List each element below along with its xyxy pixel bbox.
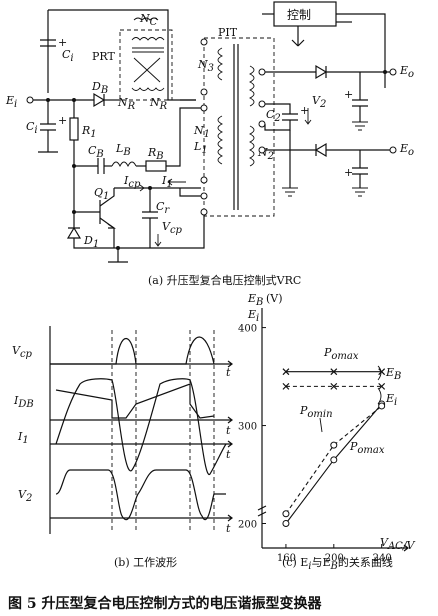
c2-label: C2 — [266, 108, 281, 124]
svg-text:+: + — [58, 36, 67, 49]
rb-label: RB — [147, 146, 164, 162]
circuit-caption: (a) 升压型复合电压控制式VRC — [148, 273, 301, 287]
series-line-1 — [285, 403, 383, 524]
legend-ei: Ei — [385, 392, 397, 408]
y-tick-label-0: 200 — [238, 520, 257, 531]
series-2-point-0 — [282, 382, 290, 390]
ci-label: Ci — [26, 120, 38, 136]
x-tick-label-1: 200 — [325, 553, 344, 564]
annot-pomin: Pomin — [299, 404, 333, 420]
icp-label: Icp — [123, 174, 141, 190]
legend-eb: EB — [385, 366, 401, 382]
trace-label-i1: I1 — [17, 430, 29, 446]
series-3-point-1 — [330, 441, 338, 449]
chart-caption: (c) Ei与EB的关系曲线 — [282, 555, 393, 572]
prt-box — [119, 29, 173, 101]
nc-label: NC — [139, 12, 158, 28]
d1-label: D1 — [83, 234, 99, 250]
svg-text:+: + — [344, 166, 353, 179]
series-3-point-2 — [378, 402, 386, 410]
nr-label: NR — [117, 96, 136, 112]
eo-label: Eo — [399, 64, 414, 80]
x-tick-label-0: 160 — [277, 553, 296, 564]
relation-chart: EB (V) Ei VAC/V EB Ei Pomax Pomin Pomax … — [238, 292, 416, 564]
series-0-point-2 — [378, 368, 386, 376]
waveform-caption: (b) 工作波形 — [114, 556, 177, 569]
trace-label-idb: IDB — [13, 394, 34, 410]
y-tick-label-2: 400 — [238, 324, 257, 335]
pit-box — [203, 37, 275, 217]
chart-ylabel-bottom: Ei — [247, 308, 259, 324]
prt-label: PRT — [92, 50, 115, 63]
time-label-1: t — [226, 366, 231, 379]
l1-label: L1 — [193, 140, 208, 156]
cb-label: CB — [88, 144, 104, 160]
db-label: DB — [91, 80, 108, 96]
y-tick-label-1: 300 — [238, 422, 257, 433]
series-1-point-1 — [330, 456, 338, 464]
cr-label: Cr — [156, 200, 170, 216]
i1-label: I1 — [161, 174, 173, 190]
control-label: 控制 — [287, 8, 311, 22]
x-tick-label-2: 240 — [373, 553, 392, 564]
vcp-trace — [50, 336, 215, 365]
svg-text:+: + — [344, 88, 353, 101]
chart-xlabel: VAC/V — [380, 536, 416, 552]
lb-label: LB — [115, 142, 131, 158]
series-2-point-1 — [330, 382, 338, 390]
pit-label: PIT — [218, 26, 238, 39]
i1-trace — [55, 378, 227, 475]
n3-label: N3 — [197, 58, 214, 74]
v2-trace — [55, 469, 226, 520]
v2-label: V2 — [312, 94, 326, 110]
time-label-2: t — [226, 424, 231, 437]
annot-pomax-top: Pomax — [323, 346, 359, 362]
vcp-label: Vcp — [162, 220, 183, 236]
series-1-point-0 — [282, 520, 290, 528]
trace-label-vcp: Vcp — [12, 344, 33, 360]
q1-label: Q1 — [94, 186, 109, 202]
r1-label: R1 — [81, 124, 97, 140]
svg-text:+: + — [300, 104, 309, 117]
circuit-diagram: 控制 + Ci PRT NC PIT N3 N1 L1 N2 — [5, 1, 414, 263]
series-2-point-2 — [378, 382, 386, 390]
series-0-point-1 — [330, 368, 338, 376]
trace-label-v2: V2 — [18, 488, 32, 504]
time-label-3: t — [226, 448, 231, 461]
ei-input-label: Ei — [5, 94, 17, 110]
eo-prime-label: Eo — [399, 142, 414, 158]
chart-ylabel-unit: (V) — [266, 292, 283, 305]
time-label-4: t — [226, 522, 231, 535]
svg-text:+: + — [58, 114, 67, 127]
waveform-panel: Vcp IDB I1 V2 t t t t — [12, 326, 233, 535]
n1-label: N1 — [193, 124, 210, 140]
series-3-point-0 — [282, 510, 290, 518]
ci-prime-label: Ci — [62, 48, 74, 64]
series-0-point-0 — [282, 368, 290, 376]
figure-caption: 图 5 升压型复合电压控制方式的电压谐振型变换器 — [8, 595, 322, 612]
chart-ylabel-top: EB — [247, 292, 263, 308]
idb-trace — [55, 383, 215, 419]
nr-prime-label: NR — [149, 96, 168, 112]
annot-pomax-bottom: Pomax — [349, 440, 385, 456]
